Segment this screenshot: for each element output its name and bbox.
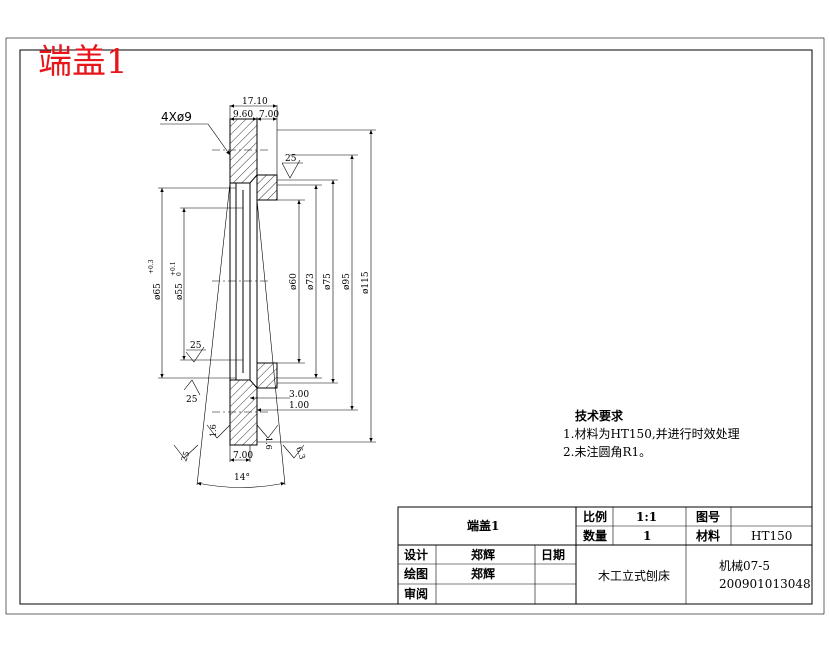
- tb-scale-value: 1:1: [636, 510, 657, 524]
- dim-17-10: 17.10: [242, 97, 268, 107]
- dim-d65: ø65: [153, 283, 163, 300]
- rough-25-b: 25: [190, 341, 202, 351]
- surface-roughness: 25 25 25 25 1.6 1.6 6.3: [173, 154, 307, 463]
- notes-heading: 技术要求: [575, 408, 624, 423]
- outer-frame: [5, 37, 825, 615]
- tb-qty-value: 1: [643, 529, 651, 543]
- dim-bottom-7-00: 7.00: [233, 451, 253, 461]
- dim-9-60: 9.60: [233, 110, 253, 120]
- tb-material-value: HT150: [751, 529, 792, 543]
- tb-drawing-no-label: 图号: [696, 509, 720, 524]
- inner-frame: [19, 49, 813, 605]
- tb-date-label: 日期: [541, 547, 565, 562]
- tb-machine-name: 木工立式刨床: [598, 568, 670, 583]
- dim-7-00: 7.00: [259, 110, 279, 120]
- rough-16-a: 1.6: [209, 424, 218, 437]
- rough-25-c: 25: [186, 395, 198, 405]
- tb-part-name: 端盖1: [467, 518, 499, 533]
- dim-d55: ø55: [175, 283, 185, 300]
- dim-d55-tol: +0.1: [170, 261, 177, 276]
- dim-angle: 14°: [234, 473, 250, 483]
- tb-draw-label: 绘图: [404, 566, 428, 581]
- notes-line-1: 1.材料为HT150,并进行时效处理: [563, 426, 740, 441]
- dimensions: 17.10 9.60 7.00 4Xø9 ø60 ø73 ø75 ø95 ø11…: [148, 97, 376, 488]
- notes-line-2: 2.未注圆角R1。: [563, 444, 651, 459]
- dim-d73: ø73: [306, 273, 316, 290]
- title-block: 端盖1 比例 1:1 图号 数量 1 材料 HT150 设计 郑辉 日期 绘图 …: [397, 506, 813, 605]
- tb-design-name: 郑辉: [471, 547, 495, 562]
- rough-63: 6.3: [294, 446, 307, 461]
- tb-student-id: 200901013048: [719, 577, 811, 591]
- dim-d65-tol: +0.3: [148, 259, 155, 274]
- dim-d115: ø115: [361, 271, 371, 294]
- dim-d55-tol-low: 0: [176, 272, 183, 276]
- dim-1-00: 1.00: [289, 401, 309, 411]
- tb-qty-label: 数量: [583, 528, 607, 543]
- tb-class-name: 机械07-5: [719, 558, 770, 573]
- dim-d95: ø95: [342, 273, 352, 290]
- dim-d75: ø75: [323, 273, 333, 290]
- rough-25-d: 25: [179, 450, 191, 463]
- tb-review-label: 审阅: [404, 586, 428, 601]
- dim-3-00: 3.00: [289, 390, 309, 400]
- rough-25-a: 25: [285, 154, 297, 164]
- technical-notes: 技术要求 1.材料为HT150,并进行时效处理 2.未注圆角R1。: [563, 408, 740, 459]
- tb-draw-name: 郑辉: [471, 566, 495, 581]
- rough-16-b: 1.6: [264, 437, 273, 450]
- tb-material-label: 材料: [695, 528, 720, 543]
- drawing-title: 端盖1: [38, 42, 128, 82]
- tb-design-label: 设计: [404, 547, 428, 562]
- dim-d60: ø60: [289, 273, 299, 290]
- tb-scale-label: 比例: [583, 509, 607, 524]
- hole-callout: 4Xø9: [161, 110, 192, 124]
